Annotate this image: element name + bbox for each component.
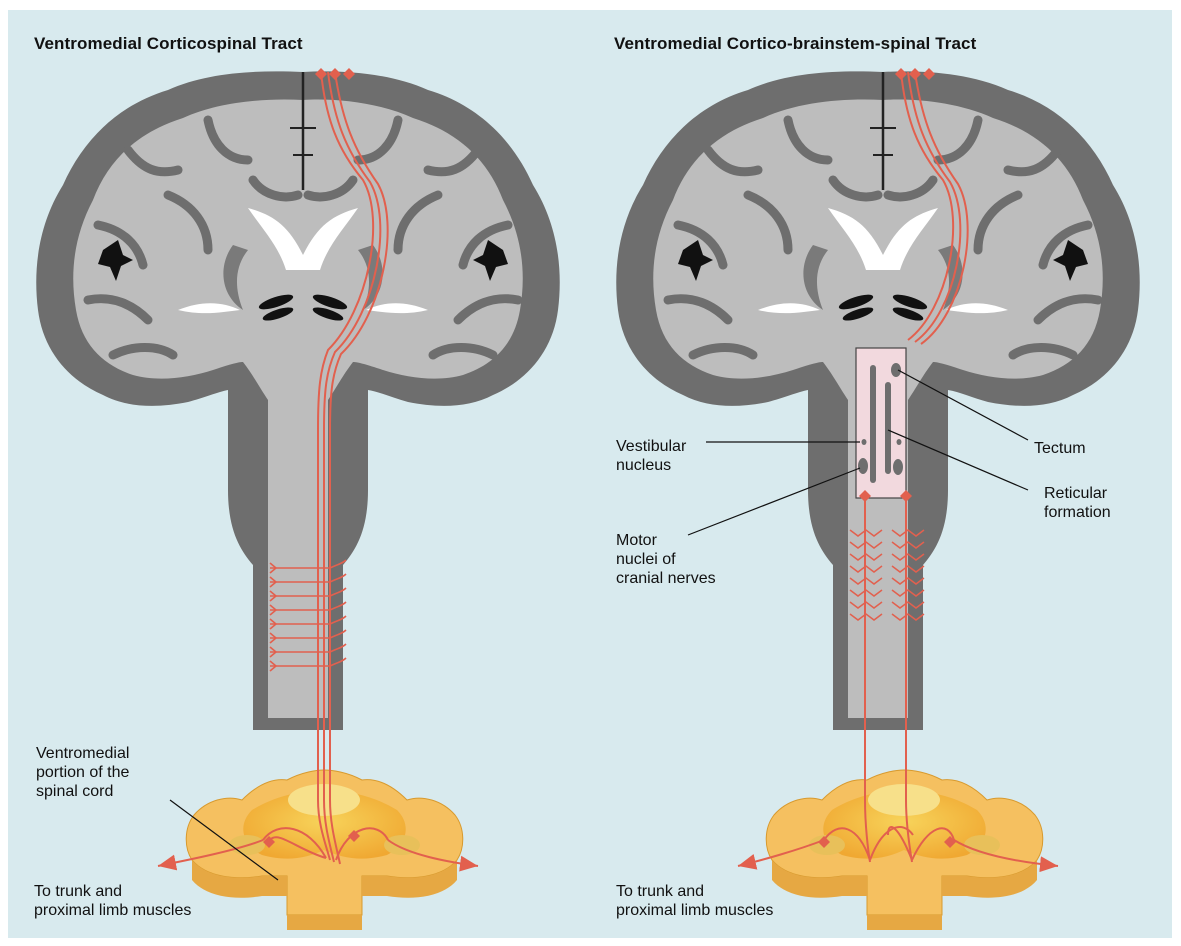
motor-nuclei-label: Motor nuclei of cranial nerves — [616, 531, 716, 588]
right-muscles-label: To trunk and proximal limb muscles — [616, 882, 773, 920]
tectum-label: Tectum — [1034, 439, 1086, 458]
cortex-neuron-markers — [315, 68, 355, 80]
vestibular-nucleus-label: Vestibular nucleus — [616, 437, 686, 475]
diagram-canvas: Ventromedial Corticospinal Tract Ventrom… — [8, 10, 1172, 938]
spinal-cord-label: Ventromedial portion of the spinal cord — [36, 744, 129, 801]
motor-tract-illustration — [8, 10, 1172, 938]
reticular-formation-label: Reticular formation — [1044, 484, 1111, 522]
left-title: Ventromedial Corticospinal Tract — [34, 34, 303, 54]
right-title: Ventromedial Cortico-brainstem-spinal Tr… — [614, 34, 976, 54]
left-muscles-label: To trunk and proximal limb muscles — [34, 882, 191, 920]
